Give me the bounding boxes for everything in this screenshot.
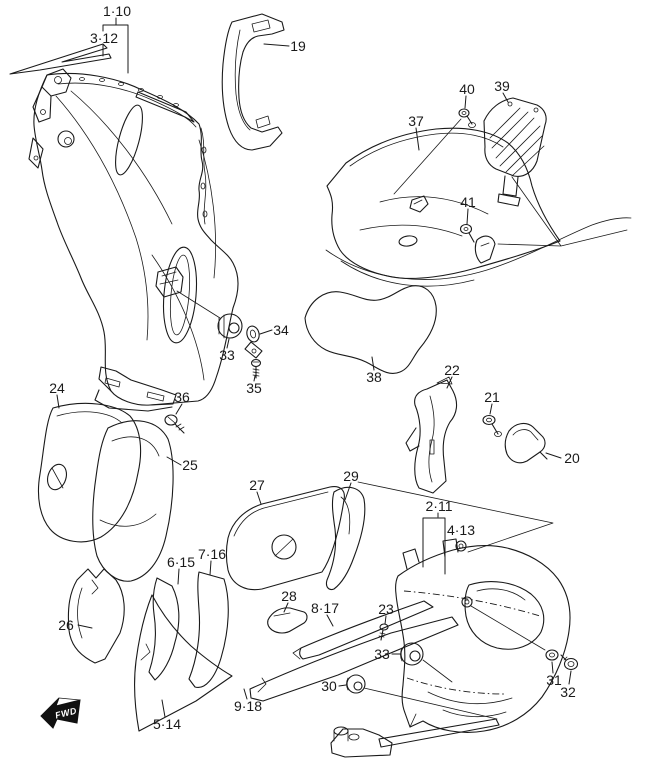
callout-5-14: 5·14 <box>153 716 181 732</box>
callout-36: 36 <box>174 389 190 405</box>
callout-4-13: 4·13 <box>447 522 475 538</box>
part-33-grommet-lower <box>400 642 424 666</box>
part-30-grommet <box>346 674 366 694</box>
callout-34: 34 <box>273 322 289 338</box>
callout-39: 39 <box>494 78 510 94</box>
part-34-bracket <box>244 325 263 359</box>
part-24-panel <box>37 402 142 543</box>
part-28-piece <box>267 607 308 634</box>
part-23-screw <box>378 623 389 641</box>
callout-37: 37 <box>408 113 424 129</box>
callout-33-upper: 33 <box>219 347 235 363</box>
fwd-arrow-icon: FWD <box>40 697 81 729</box>
part-tape-8-17 <box>292 600 434 660</box>
part-29-strip <box>325 486 366 591</box>
part-26-inner-panel <box>67 568 125 664</box>
callout-22: 22 <box>444 362 460 378</box>
callout-26: 26 <box>58 617 74 633</box>
part-36-screw <box>164 414 185 434</box>
part-19-panel <box>221 13 285 151</box>
callout-25: 25 <box>182 457 198 473</box>
leader-lines <box>56 17 628 720</box>
part-38-cushion <box>304 285 437 374</box>
callout-35: 35 <box>246 380 262 396</box>
callout-38: 38 <box>366 369 382 385</box>
part-25-windscreen <box>92 420 174 582</box>
part-31-spacer <box>545 649 559 661</box>
callout-28: 28 <box>281 588 297 604</box>
part-32-bolt <box>560 654 579 671</box>
part-tape-9-18 <box>249 616 459 702</box>
callout-33-lower: 33 <box>374 646 390 662</box>
part-39-bracket <box>483 97 547 207</box>
callout-6-15: 6·15 <box>167 554 195 570</box>
callout-32: 32 <box>560 684 576 700</box>
callout-21: 21 <box>484 389 500 405</box>
part-37-side-panel <box>325 127 632 287</box>
callout-29: 29 <box>343 468 359 484</box>
part-tape-7-16 <box>188 571 229 688</box>
callout-2-11: 2·11 <box>426 498 453 514</box>
part-33-grommet-upper <box>217 313 243 339</box>
part-tape-5-14 <box>134 594 233 732</box>
callout-30: 30 <box>321 678 337 694</box>
callout-3-12: 3·12 <box>90 30 118 46</box>
callout-8-17: 8·17 <box>311 600 339 616</box>
part-27-panel <box>225 486 345 591</box>
callout-7-16: 7·16 <box>198 546 226 562</box>
part-bottom-bracket <box>330 718 500 758</box>
callout-40: 40 <box>459 81 475 97</box>
callout-24: 24 <box>49 380 65 396</box>
part-20-bracket <box>504 422 548 464</box>
callout-27: 27 <box>249 477 265 493</box>
callout-41: 41 <box>460 194 476 210</box>
callout-31: 31 <box>546 672 562 688</box>
callout-19: 19 <box>290 38 306 54</box>
part-40-bolt <box>458 108 476 128</box>
callout-labels: 1·10 3·12 19 40 39 37 41 34 33 35 36 38 … <box>49 3 580 732</box>
part-under-cowling <box>395 538 571 733</box>
fwd-arrow-shape <box>40 697 81 729</box>
part-tape-6-15 <box>148 577 180 681</box>
callout-1-10: 1·10 <box>103 3 131 19</box>
callout-23: 23 <box>378 601 394 617</box>
part-front-cowling <box>28 68 239 412</box>
part-windscreen-trim <box>9 43 112 75</box>
callout-20: 20 <box>564 450 580 466</box>
part-22-bracket <box>405 376 458 494</box>
part-21-bolt <box>482 414 502 437</box>
callout-9-18: 9·18 <box>234 698 262 714</box>
part-41-bolt <box>459 223 496 264</box>
part-35-bolt <box>250 358 262 379</box>
